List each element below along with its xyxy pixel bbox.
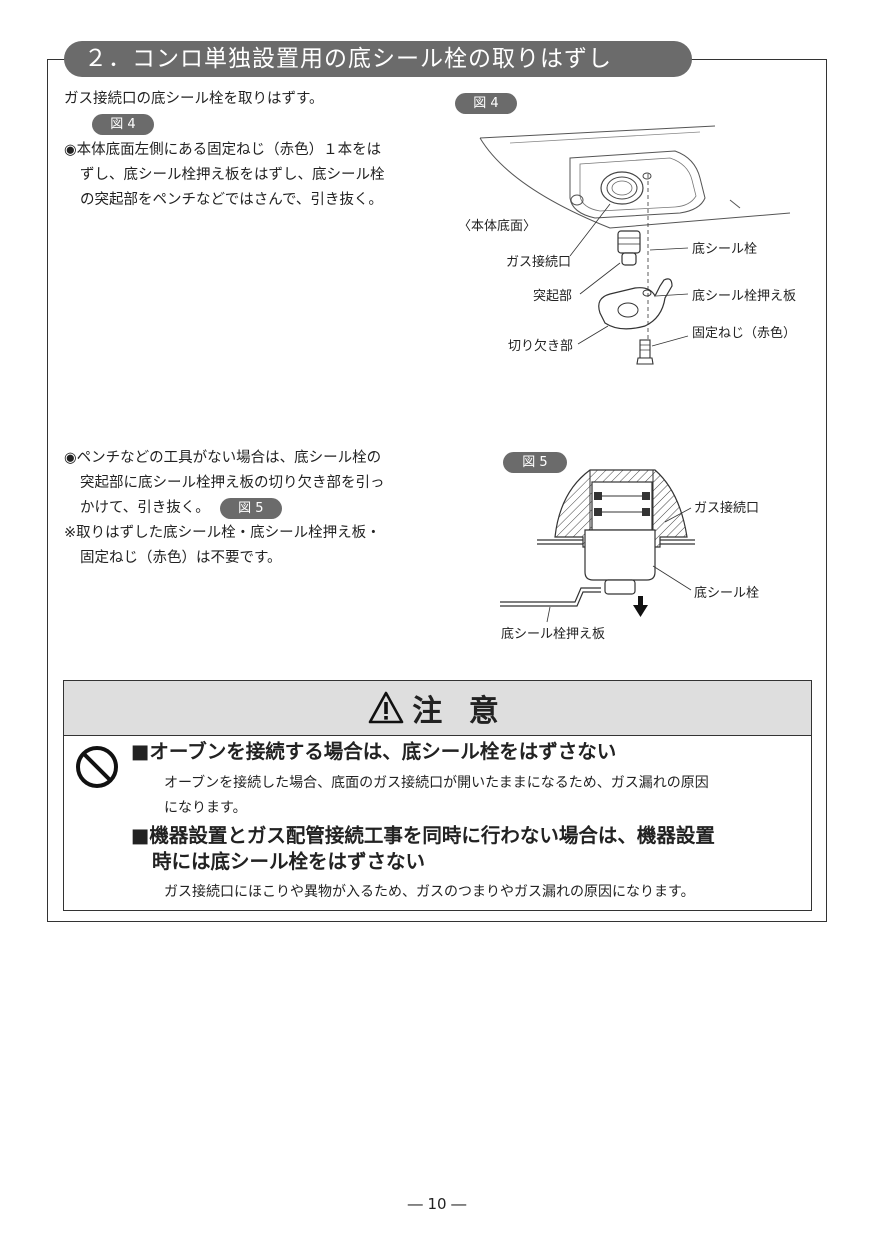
note-line-2: 固定ねじ（赤色）は不要です。 xyxy=(80,550,282,566)
fig5-label-plug-plate: 底シール栓押え板 xyxy=(501,626,605,642)
fig4-reference-badge: 図 4 xyxy=(92,114,154,135)
note-line-1: ※取りはずした底シール栓・底シール栓押え板・ xyxy=(64,525,381,541)
figure4-label: 図 4 xyxy=(455,93,517,114)
caution-item1-heading: ■オーブンを接続する場合は、底シール栓をはずさない xyxy=(131,740,617,763)
alt-instruction-line-1: ◉ペンチなどの工具がない場合は、底シール栓の xyxy=(64,450,382,466)
alt-instruction-line-3-text: かけて、引き抜く。 xyxy=(80,500,210,516)
label-screw: 固定ねじ（赤色） xyxy=(692,325,796,341)
caution-item1-body-line-1: オーブンを接続した場合、底面のガス接続口が開いたままになるため、ガス漏れの原因 xyxy=(164,775,709,791)
intro-text: ガス接続口の底シール栓を取りはずす。 xyxy=(64,91,324,107)
caution-item2-body: ガス接続口にほこりや異物が入るため、ガスのつまりやガス漏れの原因になります。 xyxy=(164,884,695,900)
figure5-label: 図 5 xyxy=(503,452,567,473)
page-number: ― 10 ― xyxy=(407,1195,467,1213)
instruction-line-2: ずし、底シール栓押え板をはずし、底シール栓 xyxy=(80,167,385,183)
label-body-bottom: 〈本体底面〉 xyxy=(458,218,536,234)
label-notch: 切り欠き部 xyxy=(508,338,573,354)
caution-title: 注 意 xyxy=(412,694,507,729)
caution-box: 注 意 xyxy=(63,680,812,911)
figure5-diagram: ガス接続口 底シール栓 底シール栓押え板 xyxy=(500,469,759,642)
instruction-line-3: の突起部をペンチなどではさんで、引き抜く。 xyxy=(80,192,383,208)
figure4-diagram: 〈本体底面〉 ガス接続口 底シール栓 突起部 底シール栓押え板 切り欠き部 固定… xyxy=(458,125,796,365)
fig5-reference-badge: 図 5 xyxy=(219,497,282,519)
prohibition-icon xyxy=(76,746,118,788)
label-seal-plug: 底シール栓 xyxy=(692,241,757,257)
caution-item2-heading-line-1: ■機器設置とガス配管接続工事を同時に行わない場合は、機器設置 xyxy=(131,824,715,847)
alt-instruction-line-2: 突起部に底シール栓押え板の切り欠き部を引っ xyxy=(80,475,385,491)
label-gas-inlet: ガス接続口 xyxy=(506,254,571,270)
alt-instruction-line-3: かけて、引き抜く。図 5 xyxy=(80,496,282,521)
caution-item1-body-line-2: になります。 xyxy=(164,800,247,816)
instruction-line-1: ◉本体底面左側にある固定ねじ（赤色）１本をは xyxy=(64,142,382,158)
warning-triangle-icon xyxy=(368,691,404,724)
label-plug-plate: 底シール栓押え板 xyxy=(692,288,796,304)
label-protrusion: 突起部 xyxy=(533,288,572,304)
section-title: ２．コンロ単独設置用の底シール栓の取りはずし xyxy=(64,41,692,77)
fig5-label-gas-inlet: ガス接続口 xyxy=(694,500,759,516)
caution-header: 注 意 xyxy=(64,681,811,736)
fig5-label-seal-plug: 底シール栓 xyxy=(694,585,759,601)
caution-item2-heading-line-2: 時には底シール栓をはずさない xyxy=(152,850,426,873)
